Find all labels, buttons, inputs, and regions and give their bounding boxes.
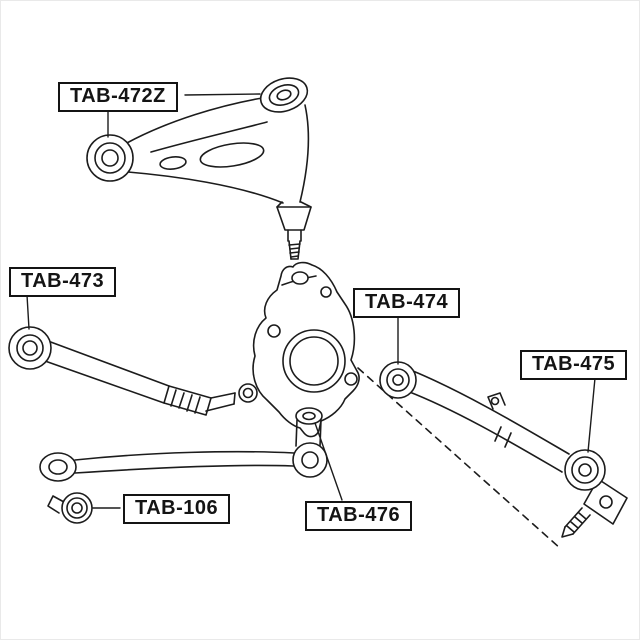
alignment-dashed-line [357,367,562,550]
small-bushing-tab106 [47,492,93,524]
lower-arm-drawing [39,419,328,482]
label-tab-476: TAB-476 [305,501,413,531]
upper-control-arm-drawing [124,97,312,260]
trailing-arm-drawing [406,370,628,538]
steering-knuckle-drawing [252,261,360,438]
lateral-rod-bushing [8,326,52,370]
label-tab-472z: TAB-472Z [58,82,178,112]
label-tab-473: TAB-473 [9,267,117,297]
upper-arm-rear-bushing [259,77,309,113]
trailing-arm-front-bushing [379,361,417,399]
label-tab-106: TAB-106 [123,494,231,524]
label-tab-474: TAB-474 [353,288,461,318]
trailing-arm-rear-bushing [564,449,606,491]
upper-arm-front-bushing [86,134,134,182]
label-tab-475: TAB-475 [520,350,628,380]
leader-lines [26,93,596,509]
arm-bushing-tab476 [295,407,323,425]
lateral-rod-drawing [44,340,258,416]
